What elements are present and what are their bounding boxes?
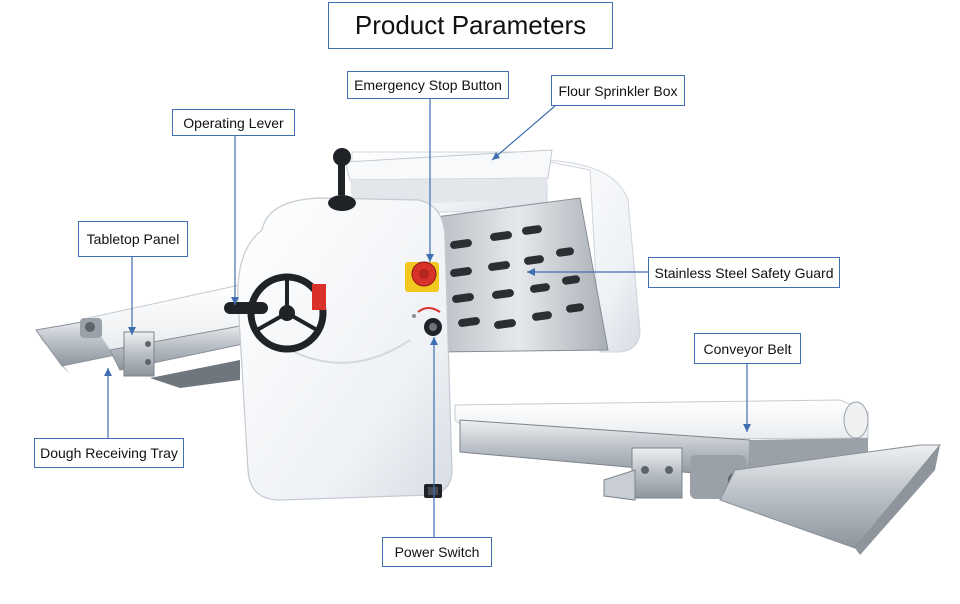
roller-bolt-icon [85,322,95,332]
label-dough-receiving-tray: Dough Receiving Tray [34,438,184,468]
label-emergency-stop-button: Emergency Stop Button [347,71,509,99]
label-flour-sprinkler-box: Flour Sprinkler Box [551,75,685,106]
right-tray [719,444,942,555]
stainless-steel-safety-guard [427,197,609,353]
control-knob-icon [412,307,442,336]
label-power-switch: Power Switch [382,537,492,567]
label-conveyor-belt: Conveyor Belt [694,333,801,364]
emergency-stop-button-icon [405,261,439,292]
power-switch-icon [424,484,442,498]
leader-arrowheads [104,152,751,432]
leader-lines [107,98,748,540]
operating-lever [328,148,356,211]
label-operating-lever: Operating Lever [172,109,295,136]
label-stainless-steel-safety-guard: Stainless Steel Safety Guard [648,257,840,288]
conveyor-belt [454,399,869,501]
machine-front-body [237,197,453,501]
flour-sprinkler-box [344,149,553,205]
page-title: Product Parameters [328,2,613,49]
label-tabletop-panel: Tabletop Panel [78,221,188,257]
